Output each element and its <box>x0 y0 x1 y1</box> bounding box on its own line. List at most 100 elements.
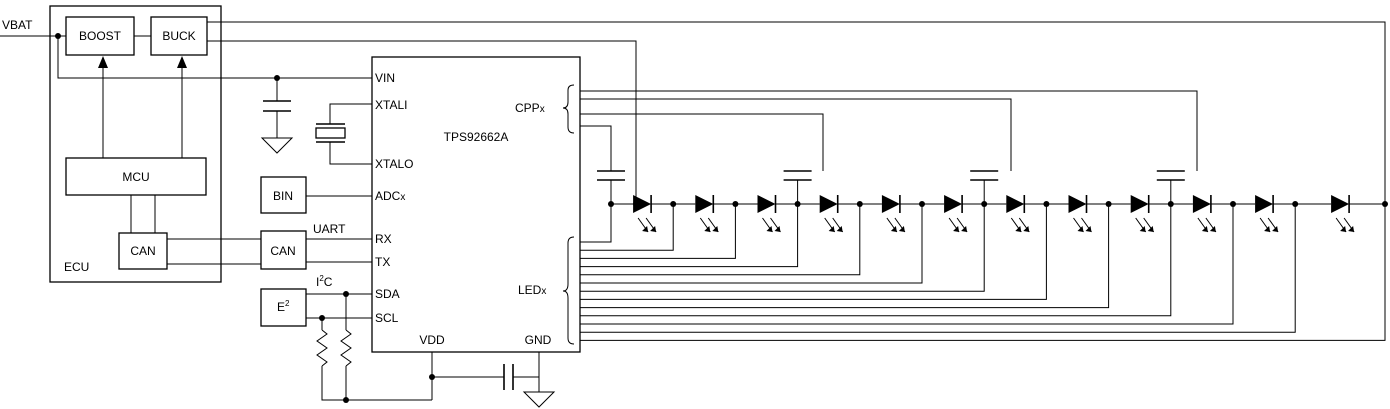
gnd-pin-label: GND <box>525 333 552 347</box>
cpp-wire-3 <box>580 113 824 171</box>
light-arrowhead <box>766 226 773 232</box>
light-arrowhead <box>1147 226 1154 232</box>
eeprom-label: E2 <box>277 299 290 314</box>
led-tap-wire <box>580 204 799 268</box>
led-tap-wire <box>580 204 1296 333</box>
light-arrowhead <box>1201 226 1208 232</box>
boost-rail-wire <box>207 21 1386 204</box>
led-icon <box>633 195 652 213</box>
led-node-junction <box>794 201 801 207</box>
led-node-junction <box>732 201 739 207</box>
bin-label: BIN <box>273 189 293 203</box>
led-node-junction <box>1043 201 1050 207</box>
led-icon <box>819 195 838 213</box>
light-arrowhead <box>1085 226 1092 232</box>
led-tap-wire <box>580 204 985 292</box>
led-tap-wire <box>580 204 1234 325</box>
charge-pump-capacitors <box>597 170 1185 204</box>
crystal-icon <box>315 127 346 139</box>
xtalo-pin-label: XTALO <box>375 157 413 171</box>
scl-pullup-resistor <box>316 329 328 367</box>
scl-pin-label: SCL <box>375 311 399 325</box>
cpp-wire-1 <box>580 90 1198 171</box>
cpp-brace <box>562 84 575 134</box>
buck-label: BUCK <box>162 29 195 43</box>
sda-pullup-resistor <box>340 329 352 367</box>
cpp-wire-4 <box>580 125 612 171</box>
led-node-junction <box>608 201 614 207</box>
light-arrowhead <box>898 226 905 232</box>
xtali-pin-label: XTALI <box>375 98 407 112</box>
led-icon <box>1331 195 1350 213</box>
light-arrowhead <box>1077 226 1084 232</box>
tps92662a-chip <box>371 56 581 353</box>
ecu-can-box <box>118 232 168 270</box>
light-arrowhead <box>642 226 649 232</box>
ecu-can-label: CAN <box>130 244 155 258</box>
led-node-junction <box>1292 201 1299 207</box>
xtali-wire <box>329 103 372 124</box>
led-tap-wire <box>580 204 674 251</box>
adc-pin-label: ADCx <box>375 189 405 203</box>
led-icon <box>881 195 900 213</box>
light-arrowhead <box>1015 226 1022 232</box>
led-node-junction <box>1230 201 1236 207</box>
light-arrowhead <box>1264 226 1271 232</box>
led-node-junction <box>919 201 925 207</box>
led-tap-wire <box>580 204 1172 317</box>
light-arrowhead <box>1348 226 1355 232</box>
eeprom-box <box>260 288 307 327</box>
led-tap-wire <box>580 204 923 284</box>
chip-name-label: TPS92662A <box>444 130 509 144</box>
light-arrowhead <box>1023 226 1030 232</box>
light-arrowhead <box>1272 226 1279 232</box>
light-arrowhead <box>1139 226 1146 232</box>
led-string <box>608 195 1388 233</box>
light-arrowhead <box>953 226 960 232</box>
light-arrowhead <box>712 226 719 232</box>
led-icon <box>1192 195 1211 213</box>
vbat-to-vin-wire <box>57 36 372 79</box>
led-tap-wire <box>580 204 1047 300</box>
led-node-junction <box>1167 201 1174 207</box>
led-tap-wire <box>580 204 1110 309</box>
light-arrowhead <box>890 226 897 232</box>
ext-can-box <box>260 230 307 270</box>
bin-box <box>260 176 307 214</box>
vdd-pin-label: VDD <box>419 333 445 347</box>
vin-ground-symbol <box>260 137 294 154</box>
buck-rail-wire <box>207 40 637 204</box>
led-tap-wire <box>580 204 612 243</box>
mcu-label: MCU <box>122 170 149 184</box>
boost-box <box>65 16 135 56</box>
i2c-label: I2C <box>316 274 333 289</box>
led-brace <box>562 236 575 345</box>
led-icon <box>944 195 963 213</box>
light-arrowhead <box>961 226 968 232</box>
led-tap-wire <box>580 204 861 276</box>
rx-pin-label: RX <box>375 232 392 246</box>
led-icon <box>757 195 776 213</box>
ecu-label: ECU <box>64 260 89 274</box>
uart-label: UART <box>313 222 346 236</box>
light-arrowhead <box>1209 226 1216 232</box>
scl-pullup-wire-bottom <box>321 366 432 401</box>
ext-can-label: CAN <box>270 244 295 258</box>
boost-enable-arrow <box>98 56 108 68</box>
cpp-wire-2 <box>580 98 1012 171</box>
led-icon <box>695 195 714 213</box>
led-node-junction <box>981 201 988 207</box>
led-icon <box>1006 195 1025 213</box>
vbat-label: VBAT <box>2 18 33 32</box>
led-node-junction <box>856 201 863 207</box>
mcu-box <box>65 157 207 196</box>
light-arrowhead <box>828 226 835 232</box>
led-node-junction <box>670 201 677 207</box>
led-icon <box>1255 195 1274 213</box>
led-node-junction <box>1382 201 1388 207</box>
light-arrowhead <box>774 226 781 232</box>
buck-enable-arrow <box>177 56 187 68</box>
buck-rail-junction <box>633 201 639 207</box>
led-pin-label: LEDx <box>518 283 546 297</box>
